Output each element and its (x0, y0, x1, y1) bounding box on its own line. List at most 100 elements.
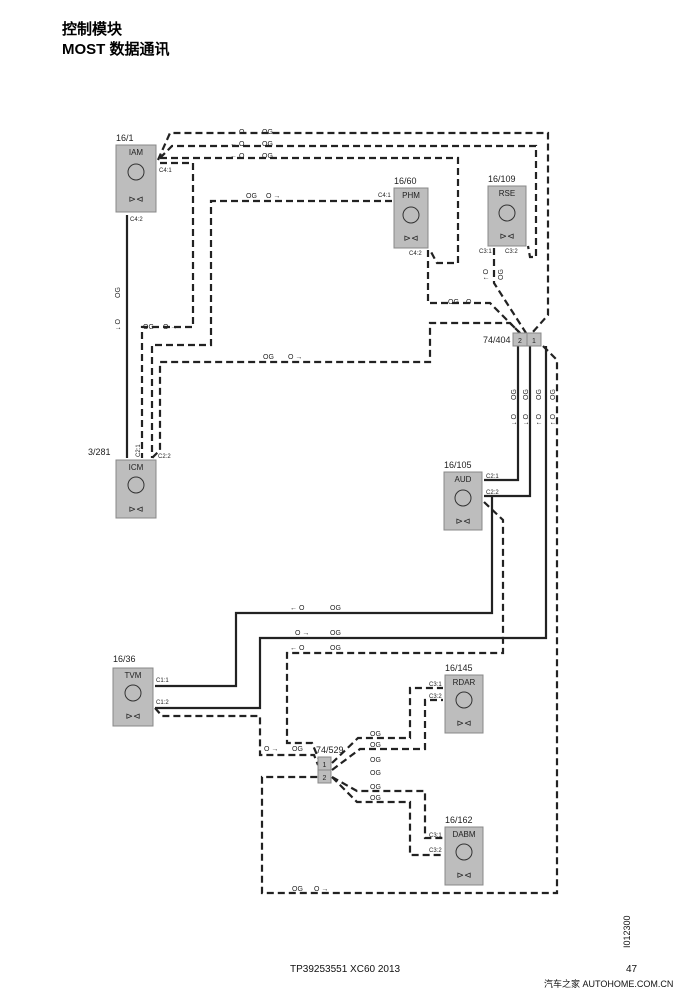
wire-iam-icm (140, 161, 195, 458)
connector-74-404[interactable]: 74/404 2 1 (483, 332, 542, 347)
transistor-icon (454, 489, 472, 507)
wire-color-label: OG (448, 299, 459, 306)
pin-label: C3:1 (479, 249, 492, 255)
connector-id: 74/404 (483, 335, 511, 345)
page-subtitle: MOST 数据通讯 (62, 41, 170, 58)
pin-label: C1:2 (156, 700, 169, 706)
wire-color-label: OG (550, 389, 557, 400)
wire-arrow: ← O (290, 645, 305, 652)
wire-color-label: OG (370, 731, 381, 738)
document-id: TP39253551 XC60 2013 (290, 964, 401, 975)
pin-label: C3:2 (429, 694, 442, 700)
module-rse[interactable]: 16/109 RSE ⊳⊲ C3:1 C3:2 (479, 174, 527, 255)
module-name: TVM (125, 671, 142, 680)
pin-label: C4:1 (378, 193, 391, 199)
pin-label: C3:2 (429, 848, 442, 854)
pin-label: C3:2 (505, 249, 518, 255)
wire-iam-404-1 (156, 131, 550, 334)
module-id: 16/60 (394, 176, 417, 186)
module-name: PHM (402, 191, 420, 200)
pin-label: 2 (323, 775, 327, 782)
module-id: 16/36 (113, 654, 136, 664)
wire-color-label: OG (370, 770, 381, 777)
transistor-icon (127, 163, 145, 181)
wire-color-label: OG (262, 141, 273, 148)
pin-label: 1 (323, 762, 327, 769)
connector-id: 74/529 (316, 745, 344, 755)
transistor-icon (498, 204, 516, 222)
wire-iam-rse (159, 144, 538, 259)
module-id: 16/105 (444, 460, 472, 470)
module-name: RDAR (453, 678, 476, 687)
wire-404-aud-1 (484, 346, 520, 482)
pin-label: C4:1 (159, 168, 172, 174)
module-dabm[interactable]: 16/162 DABM ⊳⊲ C3:1 C3:2 (429, 815, 484, 886)
wire-529-rdar-1 (331, 686, 443, 764)
page-title: 控制模块 (62, 21, 123, 38)
page-number: 47 (626, 964, 638, 975)
wire-phm-404 (426, 250, 521, 334)
wire-529-rdar-2 (331, 698, 443, 771)
pin-label: C2:1 (136, 444, 142, 457)
diode-icon: ⊳⊲ (128, 194, 143, 204)
wire-iam-phm (160, 156, 460, 265)
pin-label: C2:1 (486, 474, 499, 480)
module-iam[interactable]: 16/1 IAM ⊳⊲ C4:1 C4:2 (115, 133, 172, 223)
wire-tvm-529 (154, 707, 320, 766)
wire-rse-404 (492, 248, 527, 334)
pin-label: C3:1 (429, 682, 442, 688)
module-tvm[interactable]: 16/36 TVM ⊳⊲ C1:1 C1:2 (112, 654, 169, 727)
transistor-icon (127, 476, 145, 494)
wire-color-label: OG (370, 795, 381, 802)
wire-arrow: ↑ O (550, 414, 557, 425)
wire-arrow: ↓ O (115, 319, 122, 330)
wire-color-label: OG (370, 784, 381, 791)
pin-label: C1:1 (156, 678, 169, 684)
wire-529-dabm-2 (331, 776, 443, 857)
wire-arrow: O → (266, 193, 280, 200)
wire-color-label: OG (292, 886, 303, 893)
wires (125, 131, 559, 895)
connector-74-529[interactable]: 74/529 1 2 (316, 745, 344, 784)
wire-arrow: ← O (230, 129, 245, 136)
wire-arrow: ↑ O (483, 269, 490, 280)
transistor-icon (402, 206, 420, 224)
diode-icon: ⊳⊲ (403, 233, 418, 243)
wire-color-label: OG (246, 193, 257, 200)
wire-color-label: OG (536, 389, 543, 400)
module-name: RSE (499, 189, 515, 198)
wire-color-label: OG (330, 645, 341, 652)
module-rdar[interactable]: 16/145 RDAR ⊳⊲ C3:1 C3:2 (429, 663, 484, 734)
pin-label: 1 (532, 338, 536, 345)
diode-icon: ⊳⊲ (455, 516, 470, 526)
wire-arrow: ← O (290, 605, 305, 612)
module-phm[interactable]: 16/60 PHM ⊳⊲ C4:1 C4:2 (378, 176, 429, 257)
watermark: 汽车之家 AUTOHOME.COM.CN (544, 979, 674, 989)
wire-arrow: O → (466, 299, 480, 306)
wire-arrow: O → (163, 324, 177, 331)
wire-color-label: OG (370, 742, 381, 749)
wire-arrow: ← O (230, 141, 245, 148)
diode-icon: ⊳⊲ (456, 870, 471, 880)
transistor-icon (124, 684, 142, 702)
wire-arrow: ↓ O (523, 414, 530, 425)
wire-aud-tvm (155, 496, 494, 688)
wire-phm-icm (150, 199, 392, 458)
module-icm[interactable]: 3/281 ICM ⊳⊲ C2:1 C2:2 (88, 444, 171, 519)
pin-label: 2 (518, 338, 522, 345)
wire-color-label: OG (370, 757, 381, 764)
wire-404-aud-2 (484, 346, 532, 498)
wire-arrow: O → (288, 354, 302, 361)
module-id: 16/162 (445, 815, 473, 825)
diode-icon: ⊳⊲ (128, 504, 143, 514)
module-id: 16/145 (445, 663, 473, 673)
module-name: AUD (455, 475, 472, 484)
wire-404-529 (260, 345, 559, 895)
wire-color-label: OG (330, 605, 341, 612)
wire-color-label: OG (263, 354, 274, 361)
transistor-icon (455, 843, 473, 861)
module-id: 16/1 (116, 133, 134, 143)
module-aud[interactable]: 16/105 AUD ⊳⊲ C2:1 C2:2 (443, 460, 499, 531)
